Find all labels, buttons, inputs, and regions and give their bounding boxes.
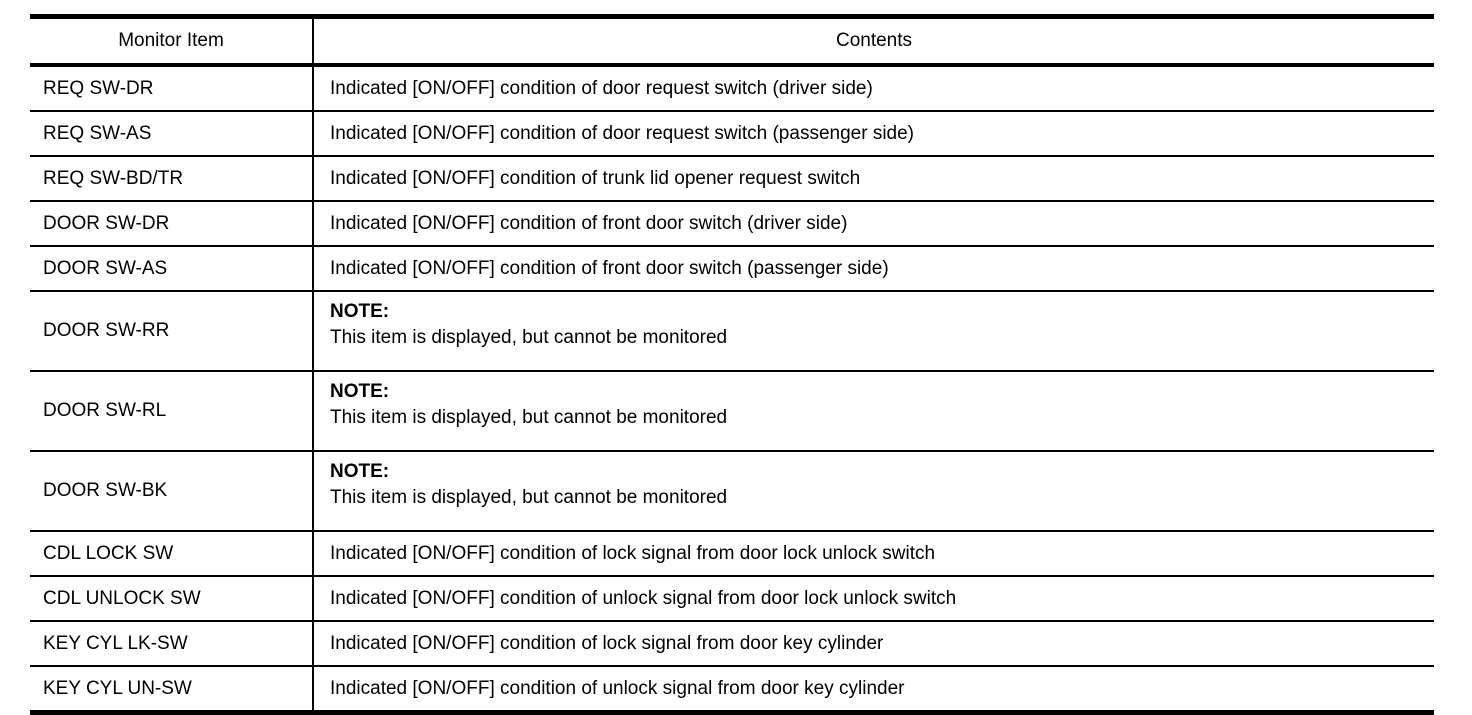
table-row: DOOR SW-BK NOTE: This item is displayed,… xyxy=(30,451,1434,532)
note-text: This item is displayed, but cannot be mo… xyxy=(330,407,728,428)
table-row: REQ SW-AS Indicated [ON/OFF] condition o… xyxy=(30,111,1434,157)
column-header-contents: Contents xyxy=(313,16,1434,67)
table-row: CDL LOCK SW Indicated [ON/OFF] condition… xyxy=(30,531,1434,577)
table-row: KEY CYL UN-SW Indicated [ON/OFF] conditi… xyxy=(30,666,1434,714)
note-text: This item is displayed, but cannot be mo… xyxy=(330,487,728,508)
contents-cell: NOTE: This item is displayed, but cannot… xyxy=(313,451,1434,532)
note-text: This item is displayed, but cannot be mo… xyxy=(330,327,728,348)
monitor-item-cell: REQ SW-AS xyxy=(30,111,314,157)
monitor-item-cell: DOOR SW-RR xyxy=(30,291,314,372)
contents-cell: Indicated [ON/OFF] condition of door req… xyxy=(313,65,1434,112)
table-row: DOOR SW-AS Indicated [ON/OFF] condition … xyxy=(30,246,1434,292)
contents-cell: NOTE: This item is displayed, but cannot… xyxy=(313,371,1434,452)
contents-cell: Indicated [ON/OFF] condition of unlock s… xyxy=(313,666,1434,714)
contents-cell: Indicated [ON/OFF] condition of lock sig… xyxy=(313,621,1434,667)
table-body: REQ SW-DR Indicated [ON/OFF] condition o… xyxy=(30,65,1434,714)
table-row: DOOR SW-RL NOTE: This item is displayed,… xyxy=(30,371,1434,452)
contents-cell: Indicated [ON/OFF] condition of trunk li… xyxy=(313,156,1434,202)
column-header-monitor-item: Monitor Item xyxy=(30,16,314,67)
table-row: CDL UNLOCK SW Indicated [ON/OFF] conditi… xyxy=(30,576,1434,622)
table-row: REQ SW-DR Indicated [ON/OFF] condition o… xyxy=(30,65,1434,112)
table-row: DOOR SW-DR Indicated [ON/OFF] condition … xyxy=(30,201,1434,247)
contents-cell: Indicated [ON/OFF] condition of front do… xyxy=(313,201,1434,247)
table-row: KEY CYL LK-SW Indicated [ON/OFF] conditi… xyxy=(30,621,1434,667)
contents-cell: Indicated [ON/OFF] condition of front do… xyxy=(313,246,1434,292)
note-label: NOTE: xyxy=(330,461,390,482)
contents-cell: Indicated [ON/OFF] condition of unlock s… xyxy=(313,576,1434,622)
monitor-item-cell: KEY CYL UN-SW xyxy=(30,666,314,714)
monitor-item-cell: CDL LOCK SW xyxy=(30,531,314,577)
monitor-item-cell: DOOR SW-BK xyxy=(30,451,314,532)
monitor-item-cell: DOOR SW-AS xyxy=(30,246,314,292)
header-row: Monitor Item Contents xyxy=(30,16,1434,67)
table-row: DOOR SW-RR NOTE: This item is displayed,… xyxy=(30,291,1434,372)
contents-cell: Indicated [ON/OFF] condition of door req… xyxy=(313,111,1434,157)
monitor-item-table: Monitor Item Contents REQ SW-DR Indicate… xyxy=(30,14,1434,715)
monitor-item-cell: DOOR SW-RL xyxy=(30,371,314,452)
monitor-item-cell: DOOR SW-DR xyxy=(30,201,314,247)
monitor-item-cell: REQ SW-BD/TR xyxy=(30,156,314,202)
monitor-item-cell: REQ SW-DR xyxy=(30,65,314,112)
contents-cell: Indicated [ON/OFF] condition of lock sig… xyxy=(313,531,1434,577)
monitor-item-cell: CDL UNLOCK SW xyxy=(30,576,314,622)
note-label: NOTE: xyxy=(330,301,390,322)
contents-cell: NOTE: This item is displayed, but cannot… xyxy=(313,291,1434,372)
table-row: REQ SW-BD/TR Indicated [ON/OFF] conditio… xyxy=(30,156,1434,202)
monitor-item-cell: KEY CYL LK-SW xyxy=(30,621,314,667)
note-label: NOTE: xyxy=(330,381,390,402)
